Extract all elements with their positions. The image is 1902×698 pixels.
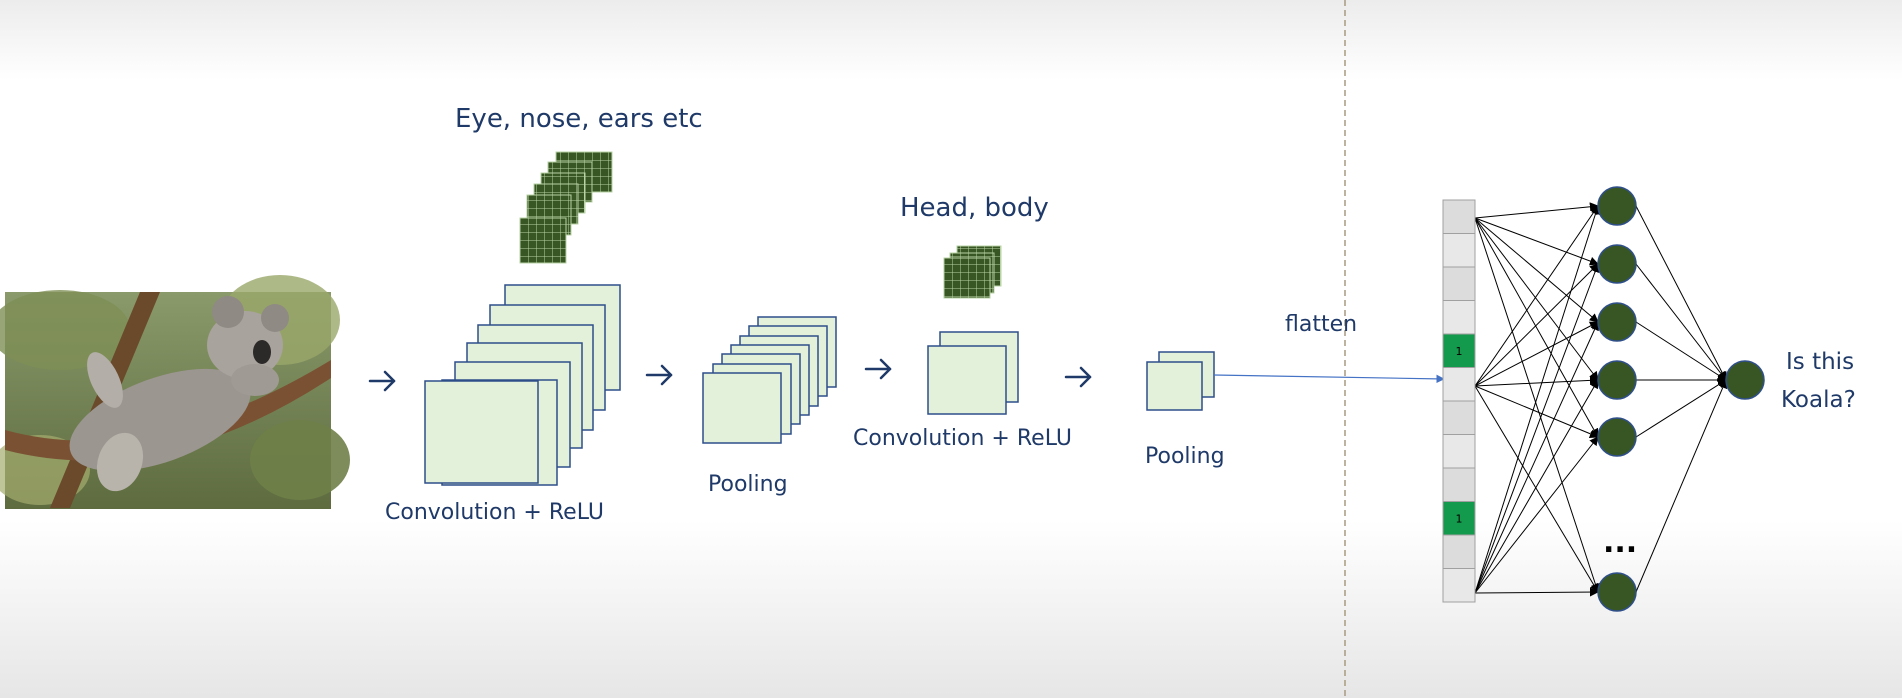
conv-feature-maps-1 bbox=[424, 284, 621, 486]
flat-cell bbox=[1442, 367, 1476, 402]
arrow-2 bbox=[645, 364, 673, 386]
features-label-1: Eye, nose, ears etc bbox=[455, 104, 703, 134]
neuron-layer bbox=[1597, 186, 1765, 612]
pooling-label-1: Pooling bbox=[708, 472, 788, 497]
connection-line bbox=[1474, 321, 1599, 387]
flat-cell bbox=[1442, 300, 1476, 335]
output-neuron bbox=[1725, 360, 1765, 400]
connection-line bbox=[1474, 205, 1599, 387]
connection-line bbox=[1635, 379, 1727, 438]
stage-arrows bbox=[368, 358, 1092, 392]
flat-cell-value: 1 bbox=[1456, 345, 1463, 358]
pooling-maps-2 bbox=[1146, 351, 1215, 411]
arrow-3 bbox=[864, 358, 892, 380]
connection-line bbox=[1474, 202, 1599, 219]
hidden-neuron bbox=[1597, 417, 1637, 457]
pooling-label-2: Pooling bbox=[1145, 444, 1225, 469]
arrow-1 bbox=[368, 370, 396, 392]
flat-cell bbox=[1442, 568, 1476, 603]
flat-cell bbox=[1442, 400, 1476, 435]
flat-cell bbox=[1442, 266, 1476, 301]
pooling-maps-1 bbox=[702, 316, 837, 444]
flat-cell bbox=[1442, 467, 1476, 502]
connection-line bbox=[1635, 379, 1727, 593]
connection-line bbox=[1474, 205, 1600, 594]
flattened-vector: 11 bbox=[1442, 199, 1476, 603]
filter-stack-2 bbox=[943, 245, 1002, 299]
flat-cell bbox=[1442, 534, 1476, 569]
output-question-line1: Is this bbox=[1786, 349, 1855, 375]
flatten-label: flatten bbox=[1285, 312, 1358, 337]
flat-cell-value: 1 bbox=[1456, 512, 1463, 525]
connection-line bbox=[1474, 263, 1599, 387]
arrow-4 bbox=[1064, 366, 1092, 388]
connection-line bbox=[1474, 217, 1599, 381]
hidden-neuron bbox=[1597, 244, 1637, 284]
connection-line bbox=[1474, 217, 1599, 323]
more-neurons-ellipsis: ... bbox=[1603, 525, 1638, 560]
connection-line bbox=[1474, 217, 1599, 438]
connection-line bbox=[1635, 263, 1727, 381]
conv-relu-label-2: Convolution + ReLU bbox=[853, 426, 1072, 451]
hidden-neuron bbox=[1597, 302, 1637, 342]
connection-line bbox=[1474, 436, 1599, 594]
connection-line bbox=[1474, 379, 1599, 594]
output-question-line2: Koala? bbox=[1781, 387, 1856, 413]
features-label-2: Head, body bbox=[900, 193, 1049, 223]
flat-cell bbox=[1442, 199, 1476, 234]
hidden-neuron bbox=[1597, 572, 1637, 612]
connection-line bbox=[1474, 217, 1599, 266]
connection-line bbox=[1474, 385, 1599, 593]
connection-line bbox=[1474, 217, 1600, 593]
hidden-neuron bbox=[1597, 186, 1637, 226]
conv-relu-label-1: Convolution + ReLU bbox=[385, 500, 604, 525]
connection-line bbox=[1635, 205, 1727, 381]
flat-cell bbox=[1442, 434, 1476, 469]
conv-feature-maps-2 bbox=[927, 331, 1019, 415]
koala-image bbox=[0, 275, 350, 509]
hidden-neuron bbox=[1597, 360, 1637, 400]
connection-line bbox=[1474, 321, 1599, 594]
connection-line bbox=[1474, 385, 1599, 439]
flatten-arrow bbox=[1213, 374, 1445, 384]
filter-stack-1 bbox=[519, 151, 613, 264]
connection-line bbox=[1474, 263, 1600, 594]
neuron-connections bbox=[1474, 202, 1727, 597]
flat-cell bbox=[1442, 233, 1476, 268]
connection-line bbox=[1474, 375, 1599, 387]
connection-line bbox=[1474, 587, 1599, 597]
connection-line bbox=[1635, 321, 1727, 381]
